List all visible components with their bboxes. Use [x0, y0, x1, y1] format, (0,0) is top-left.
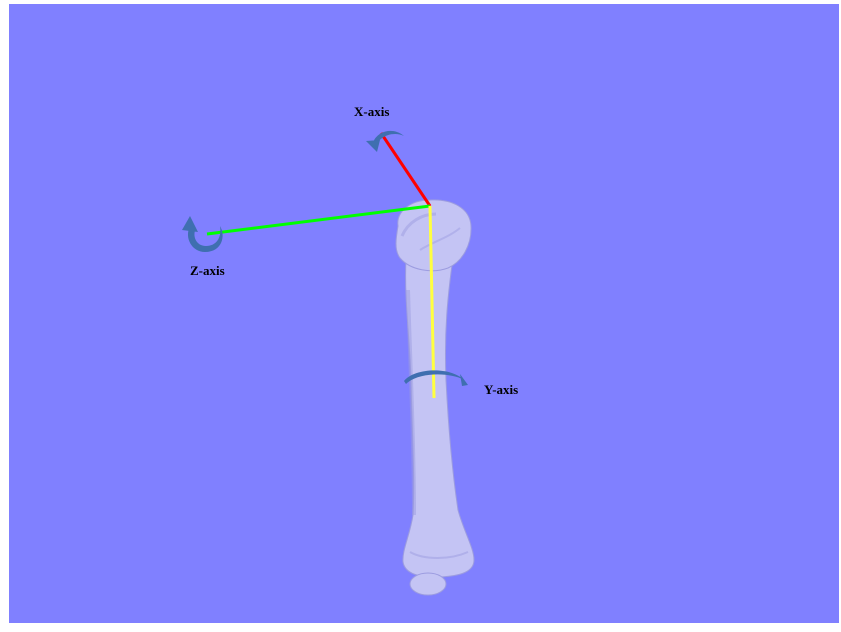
z-axis-label: Z-axis — [190, 263, 225, 279]
y-axis-label: Y-axis — [484, 382, 518, 398]
x-axis-label: X-axis — [354, 104, 389, 120]
bone-head — [396, 200, 471, 271]
bone-condyle — [410, 573, 446, 595]
